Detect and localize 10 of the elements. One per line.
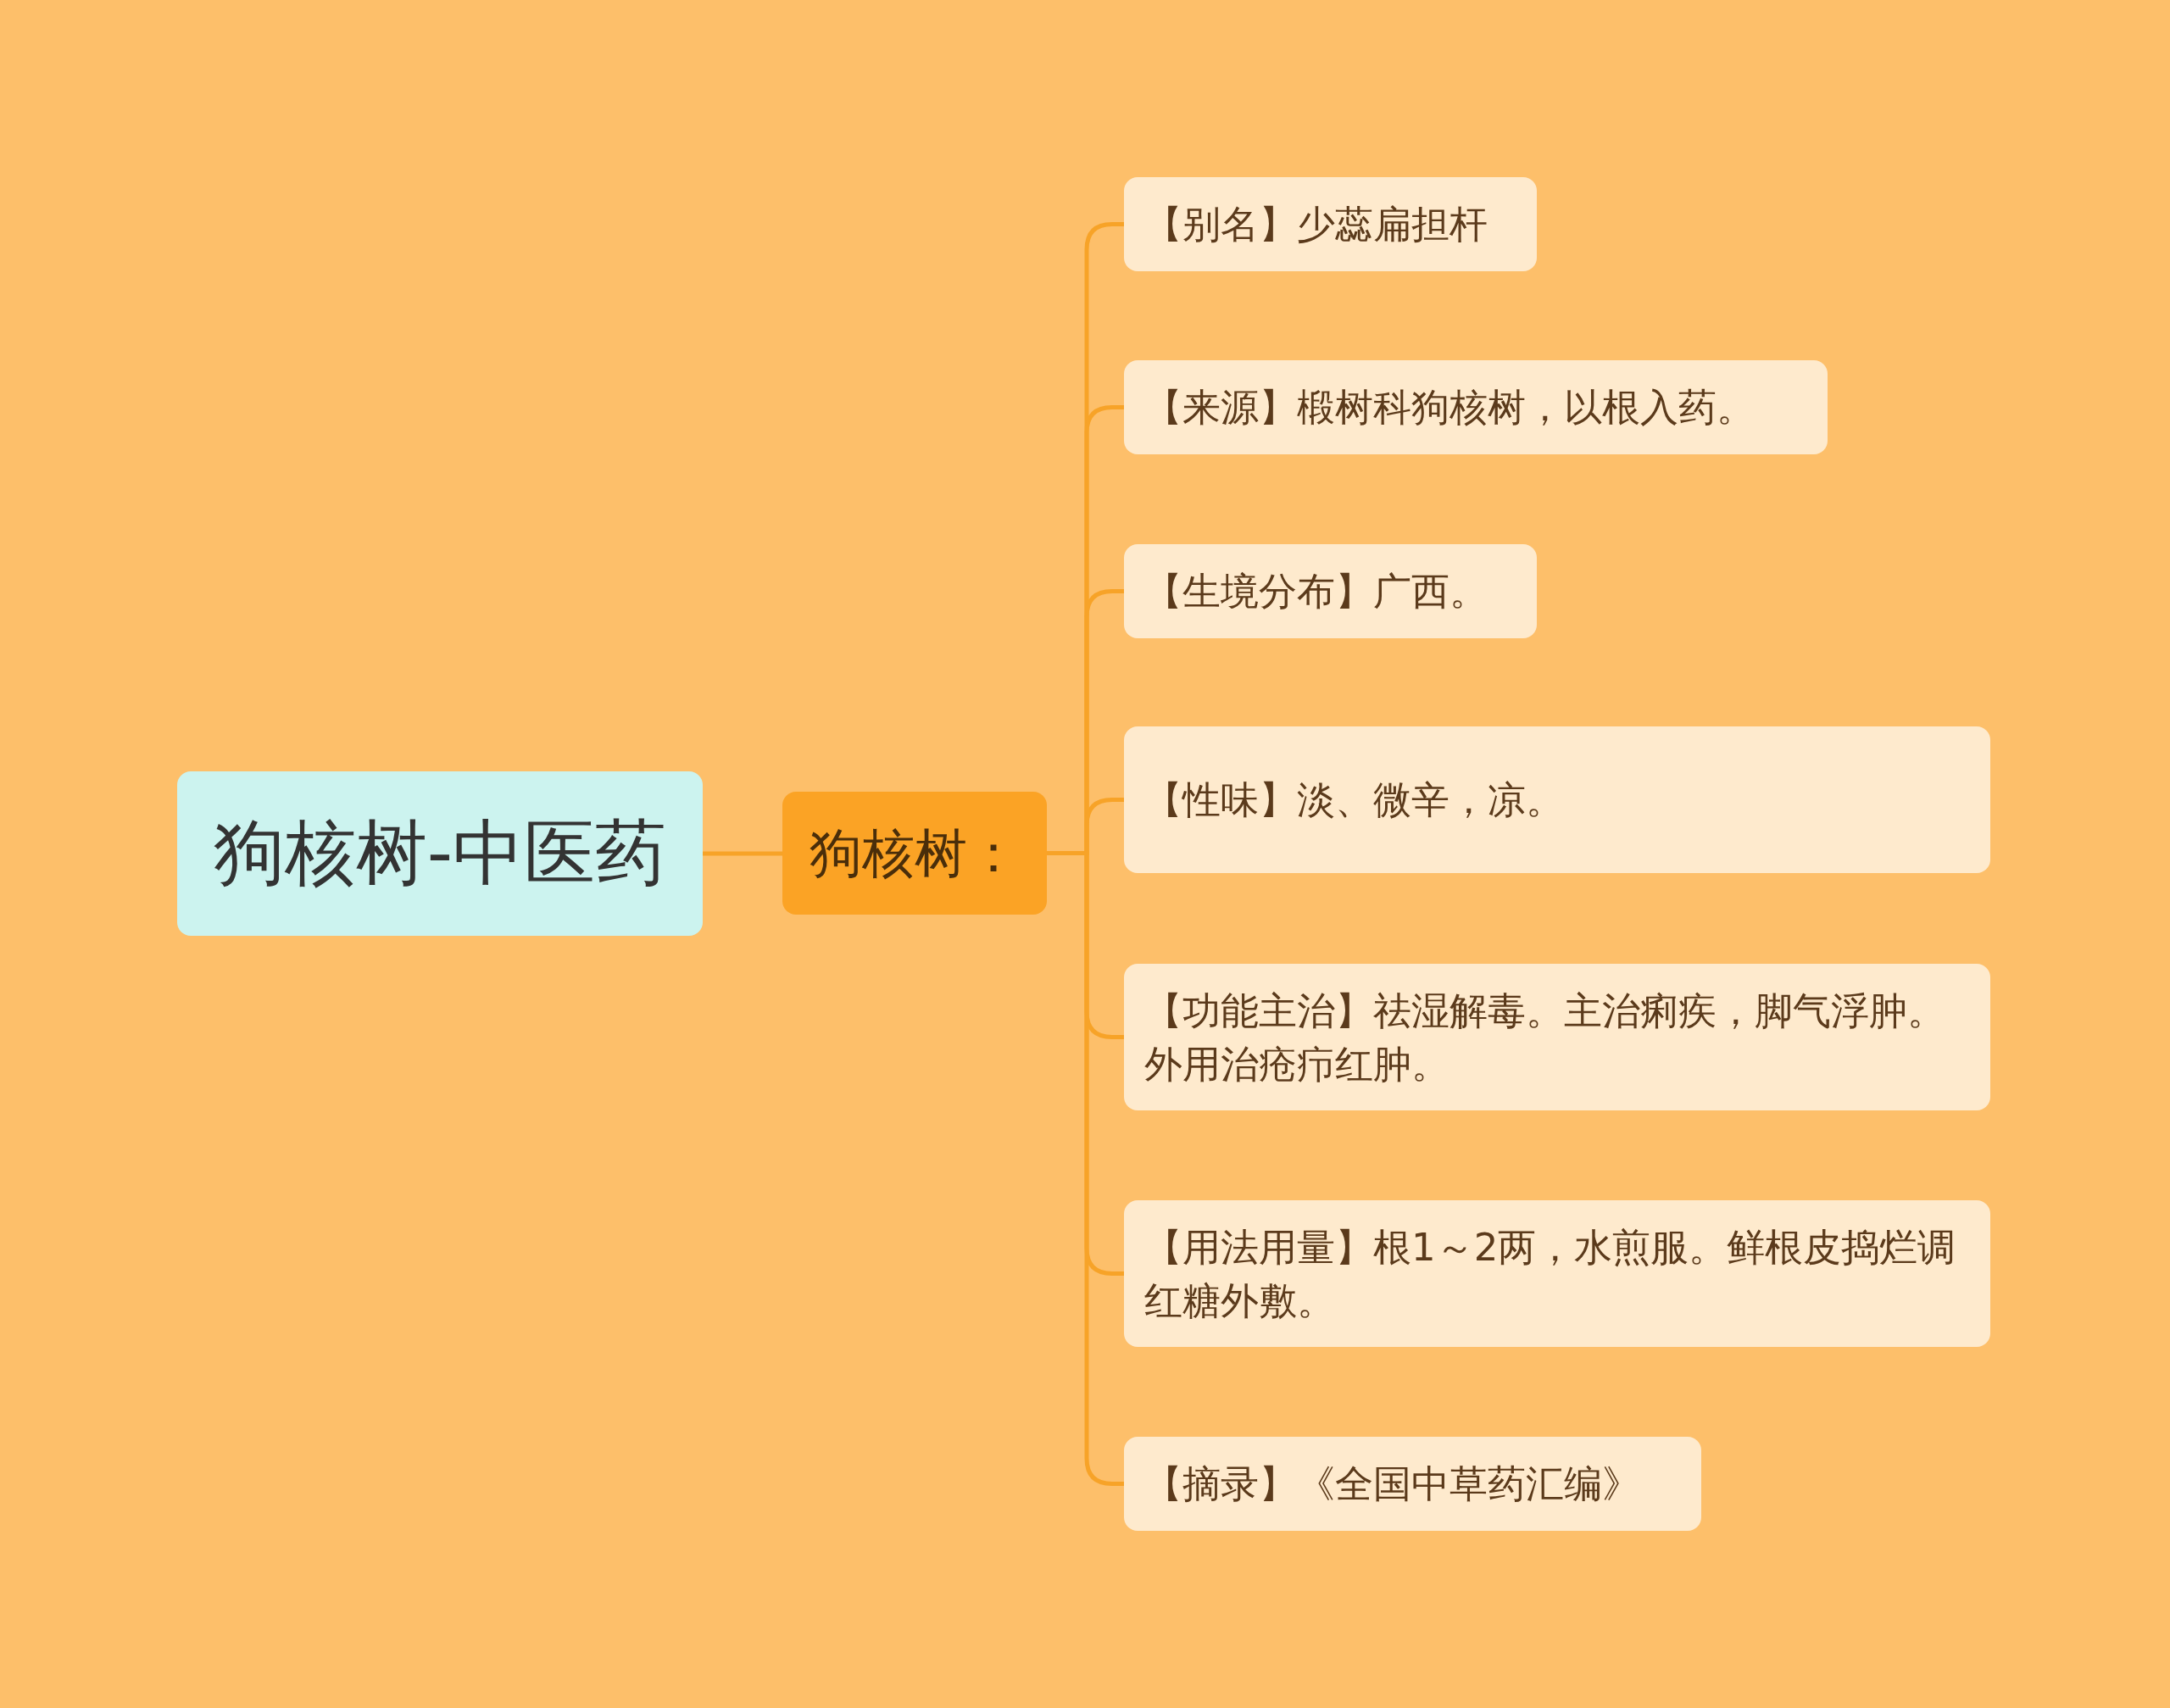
connector-line [703,851,782,856]
text-box: 【别名】少蕊扁担杆 [1124,177,1537,271]
text-box: 【用法用量】根1～2两，水煎服。鲜根皮捣烂调红糖外敷。 [1124,1200,1990,1347]
title-box: 狗核树-中医药 [177,771,703,936]
text-box: 【生境分布】广西。 [1124,544,1537,638]
text-box: 【摘录】《全国中草药汇编》 [1124,1437,1701,1531]
text-box: 【来源】椴树科狗核树，以根入药。 [1124,360,1828,454]
text-box: 【功能主治】祛湿解毒。主治痢疾，脚气浮肿。外用治疮疖红肿。 [1124,964,1990,1110]
topic-box: 狗核树： [782,792,1047,915]
text-box: 【性味】淡、微辛，凉。 [1124,726,1990,873]
